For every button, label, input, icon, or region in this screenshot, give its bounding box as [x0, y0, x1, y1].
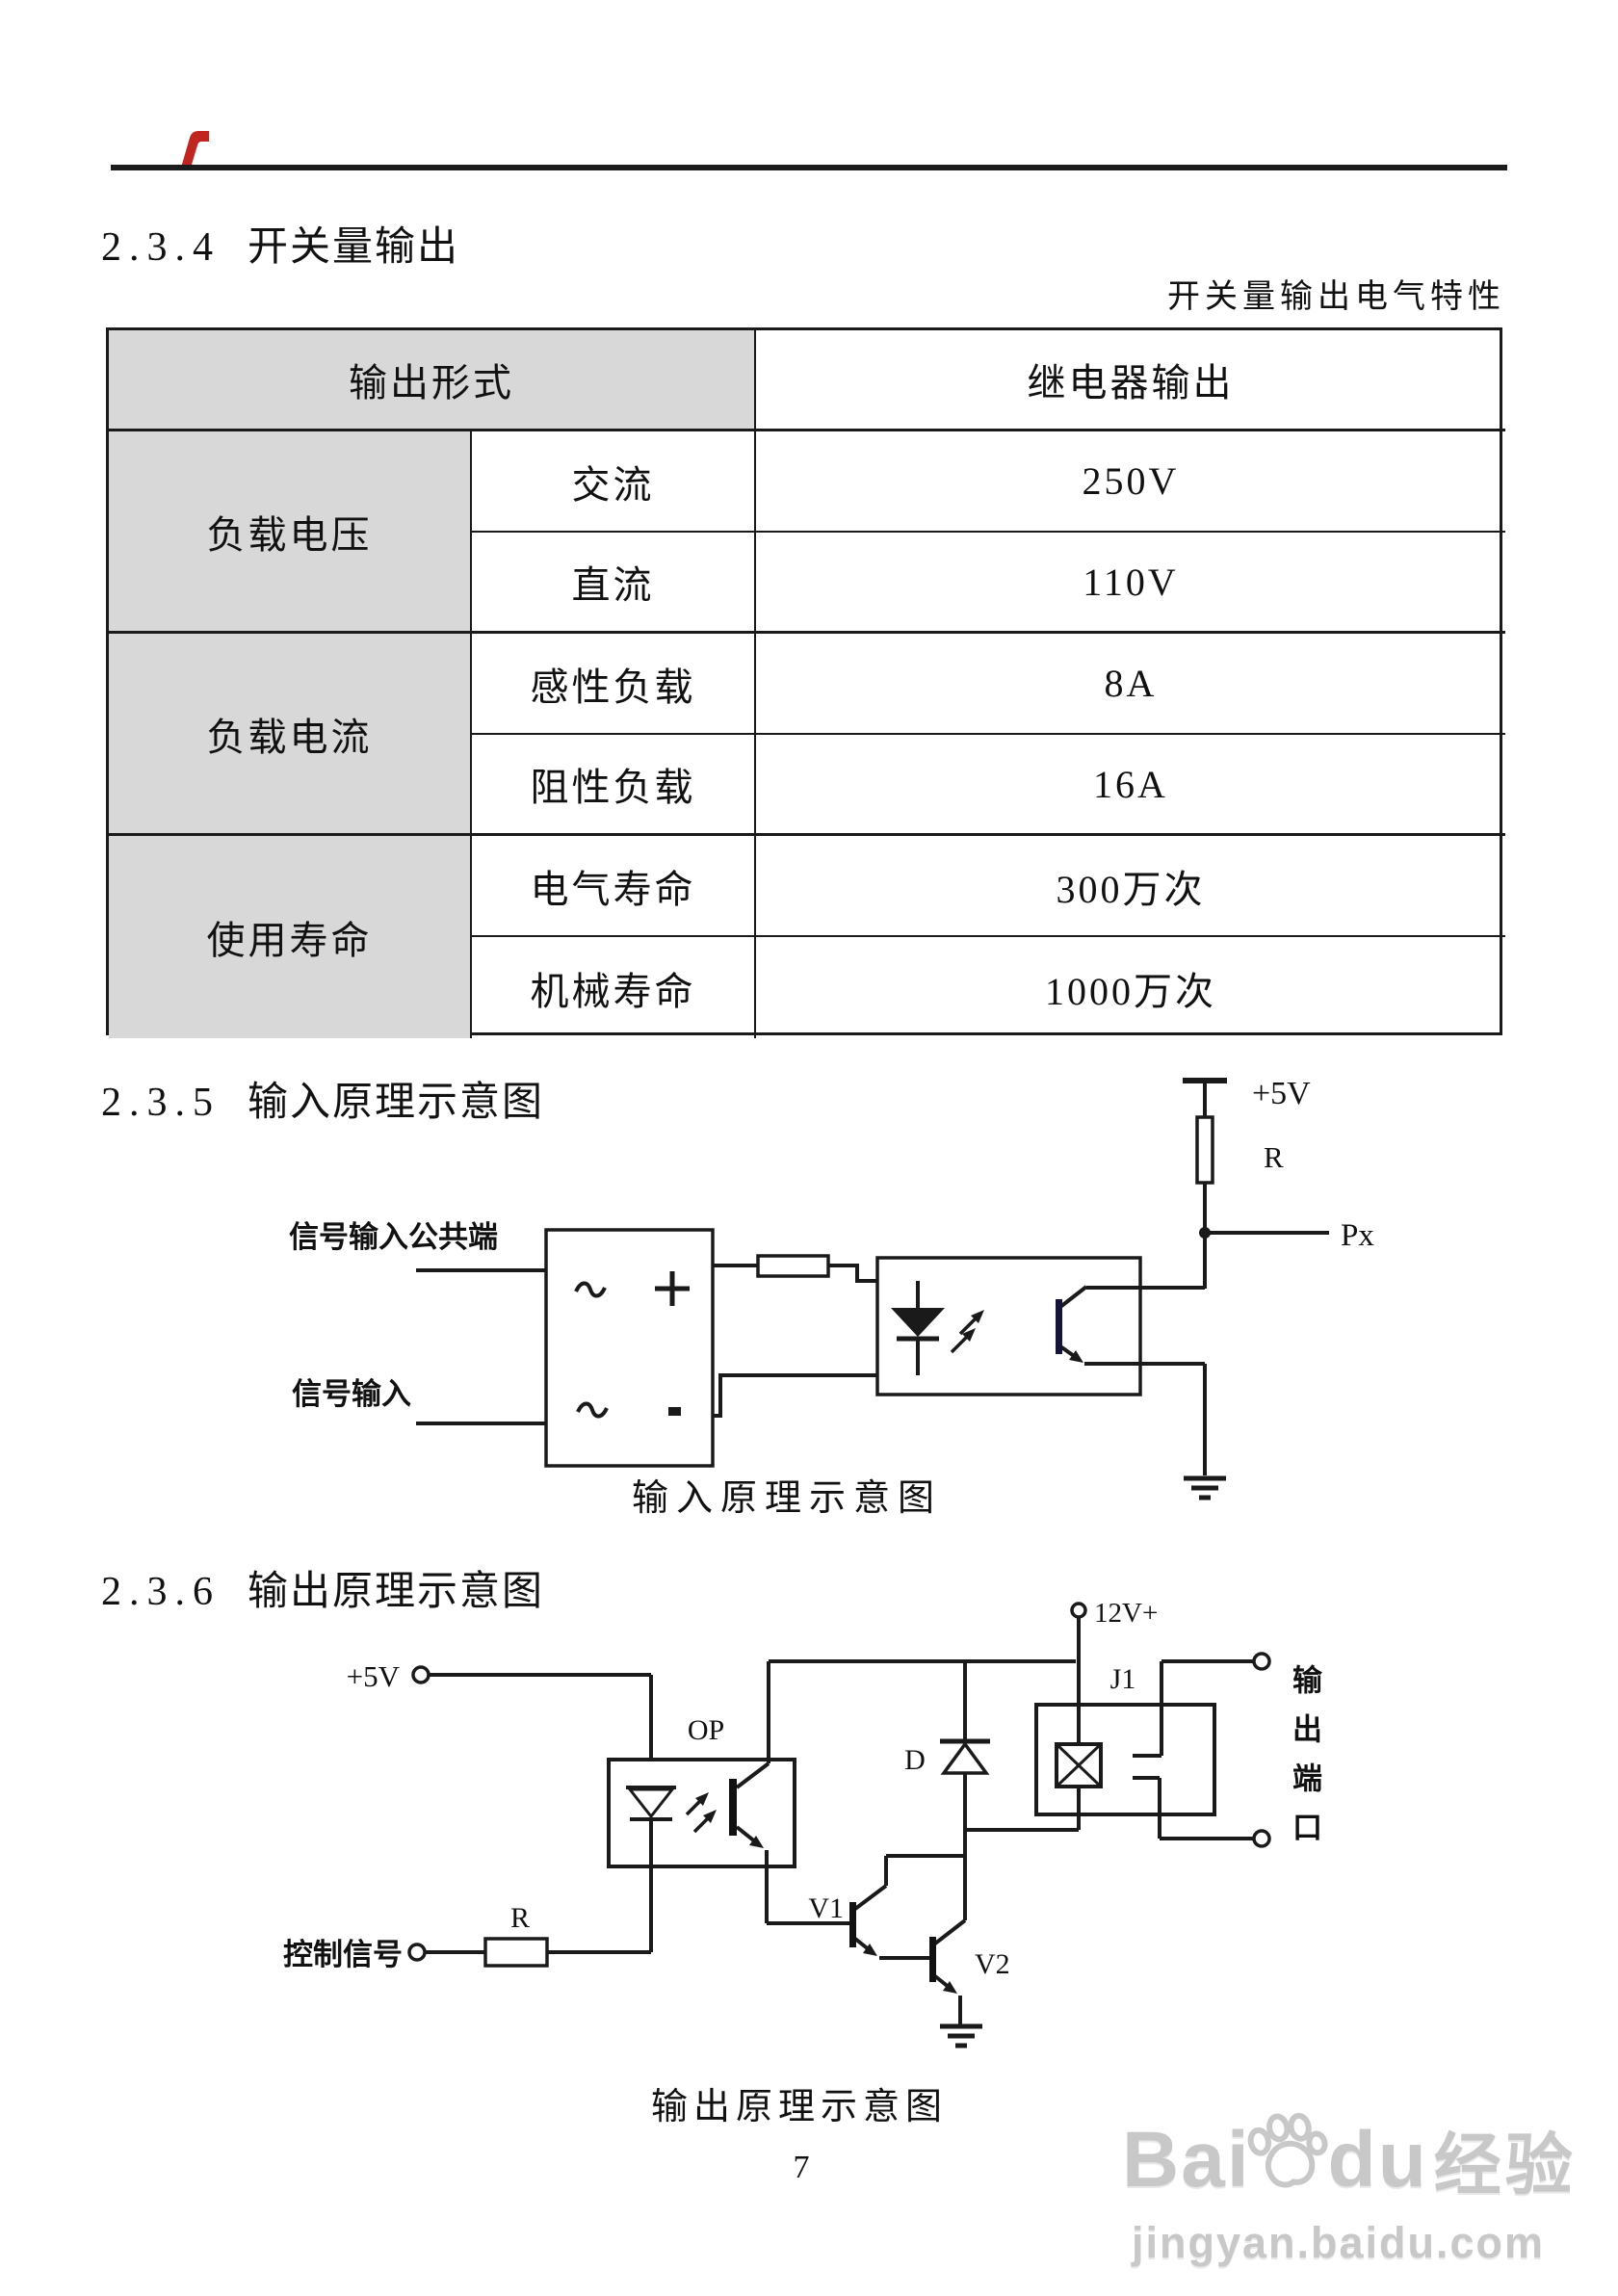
- table-cell-value: 110V: [754, 533, 1505, 634]
- diode-icon: [940, 1741, 990, 1775]
- series-resistor: [756, 1254, 830, 1278]
- section-title-2-3-6: 2.3.6 输出原理示意图: [101, 1558, 544, 1617]
- signal-input-label: 信号输入: [292, 1377, 411, 1411]
- baidu-watermark: Bai du 经验 jingyan.baidu.com: [1122, 2109, 1604, 2268]
- section-number: 2.3.4: [101, 225, 221, 270]
- phototransistor-base: [1056, 1299, 1062, 1354]
- spec-table: 输出形式 继电器输出 负载电压 交流 250V 直流 110V 负载电流 感性负…: [106, 327, 1505, 1038]
- diode-label: D: [904, 1744, 926, 1776]
- junction-dot: [1199, 1227, 1211, 1239]
- input-principle-diagram: +5V R Px 信号输入公共端 信号输入 输入原理示意图: [289, 1076, 1374, 1519]
- paw-icon: [1241, 2107, 1334, 2200]
- table-cell-sub: 电气寿命: [470, 836, 754, 937]
- watermark-jingyan-text: 经验: [1433, 2127, 1577, 2203]
- relay-box: [1034, 1703, 1216, 1816]
- terminal-circle: [407, 1943, 427, 1962]
- optocoupler-box: [607, 1758, 796, 1868]
- terminal-circle: [411, 1665, 431, 1684]
- watermark-url: jingyan.baidu.com: [1132, 2218, 1546, 2267]
- table-cell-sub: 机械寿命: [470, 937, 754, 1038]
- table-cell-value: 16A: [754, 735, 1505, 836]
- table-cell-sub: 交流: [470, 431, 754, 533]
- optocoupler-box: [875, 1256, 1142, 1396]
- led-icon: [626, 1787, 676, 1819]
- control-signal-label: 控制信号: [283, 1938, 403, 1971]
- led-icon: [891, 1308, 945, 1337]
- section-number: 2.3.5: [101, 1081, 221, 1125]
- watermark-du-text: du: [1327, 2115, 1428, 2204]
- watermark-bai-text: Bai: [1122, 2115, 1251, 2204]
- input-diagram-caption: 输入原理示意图: [632, 1478, 942, 1519]
- op-label: OP: [688, 1714, 724, 1746]
- minus-symbol: [668, 1407, 681, 1416]
- v12-label: 12V+: [1094, 1598, 1158, 1629]
- phototransistor-base: [729, 1779, 737, 1836]
- page-number: 7: [793, 2150, 810, 2185]
- ac-tilde-icon: [574, 1281, 607, 1298]
- base-resistor: [483, 1937, 549, 1968]
- ac-tilde-icon: [576, 1401, 609, 1419]
- table-cell-sub: 直流: [470, 533, 754, 634]
- table-cell-value: 300万次: [754, 836, 1505, 937]
- section-text: 输出原理示意图: [248, 1570, 545, 1614]
- table-group-label: 负载电压: [109, 431, 470, 634]
- output-terminal-circle: [1252, 1829, 1271, 1848]
- section-title-2-3-4: 2.3.4 开关量输出: [101, 214, 459, 273]
- v2-label: V2: [975, 1948, 1010, 1980]
- brand-logo-icon: [177, 128, 212, 169]
- resistor-label: R: [1264, 1140, 1284, 1174]
- v1-label: V1: [808, 1892, 844, 1924]
- vcc-label: +5V: [1252, 1076, 1311, 1111]
- plus-symbol: [655, 1271, 690, 1306]
- table-cell-value: 8A: [754, 634, 1505, 735]
- vcc-label: +5V: [347, 1659, 401, 1693]
- pullup-resistor: [1195, 1115, 1214, 1185]
- output-principle-diagram: +5V OP 12V+ J1 D V1 V2 R 控制信号 输出原理示意图: [283, 1598, 1271, 2127]
- table-header-relay-output: 继电器输出: [754, 330, 1505, 431]
- transistor-v2-base: [929, 1937, 936, 1982]
- section-text: 开关量输出: [248, 225, 460, 270]
- transistor-v1-base: [849, 1902, 856, 1947]
- output-diagram-caption: 输出原理示意图: [651, 2087, 948, 2127]
- table-group-label: 负载电流: [109, 634, 470, 836]
- terminal-circle: [1070, 1602, 1087, 1619]
- output-port-label: 输出端口: [1288, 1664, 1321, 1861]
- px-label: Px: [1341, 1218, 1374, 1253]
- table-cell-sub: 阻性负载: [470, 735, 754, 836]
- table-cell-sub: 感性负载: [470, 634, 754, 735]
- bridge-rectifier-box: [544, 1228, 715, 1468]
- header-rule: [111, 165, 1507, 170]
- table-group-label: 使用寿命: [109, 836, 470, 1038]
- signal-common-label: 信号输入公共端: [289, 1220, 498, 1254]
- output-terminal-circle: [1252, 1652, 1271, 1671]
- section-text: 输入原理示意图: [248, 1081, 545, 1125]
- table-cell-value: 250V: [754, 431, 1505, 533]
- section-number: 2.3.6: [101, 1570, 221, 1614]
- r-label: R: [510, 1902, 530, 1934]
- table-cell-value: 1000万次: [754, 937, 1505, 1038]
- table-header-output-form: 输出形式: [109, 330, 754, 431]
- relay-label: J1: [1110, 1663, 1136, 1695]
- table-caption: 开关量输出电气特性: [1167, 279, 1505, 315]
- section-title-2-3-5: 2.3.5 输入原理示意图: [101, 1069, 544, 1128]
